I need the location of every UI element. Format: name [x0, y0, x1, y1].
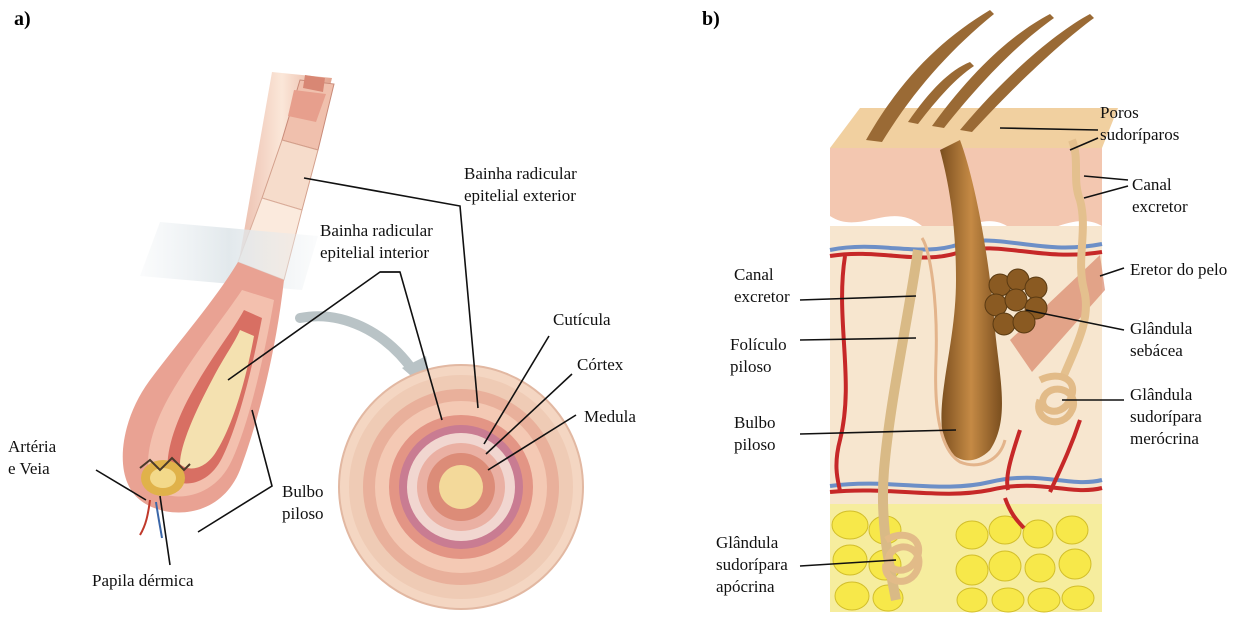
panel-b-skin-section: b) Poros sudoríparos Canal excretor Eret…: [660, 0, 1258, 622]
label-inner-sheath-line2: epitelial interior: [320, 242, 433, 264]
label-eccrine-gland-line2: sudorípara: [1130, 406, 1202, 428]
label-excretory-duct-right-line1: Canal: [1132, 174, 1188, 196]
panel-a-hair-follicle: a) Bainha radicular epitelial exterior B…: [0, 0, 660, 622]
label-cortex: Córtex: [577, 354, 623, 376]
label-sweat-pores-line1: Poros: [1100, 102, 1179, 124]
label-artery-vein-line2: e Veia: [8, 458, 56, 480]
label-hair-bulb-a-line1: Bulbo: [282, 481, 324, 503]
label-apocrine-gland-line1: Glândula: [716, 532, 788, 554]
label-sebaceous-gland-line1: Glândula: [1130, 318, 1192, 340]
label-hair-bulb-b-line1: Bulbo: [734, 412, 776, 434]
label-hair-follicle-line1: Folículo: [730, 334, 787, 356]
label-cuticle: Cutícula: [553, 309, 611, 331]
label-hair-follicle-line2: piloso: [730, 356, 787, 378]
label-eccrine-gland-line3: merócrina: [1130, 428, 1202, 450]
label-sebaceous-gland: Glândula sebácea: [1130, 318, 1192, 362]
label-inner-sheath: Bainha radicular epitelial interior: [320, 220, 433, 264]
label-sweat-pores: Poros sudoríparos: [1100, 102, 1179, 146]
label-medulla: Medula: [584, 406, 636, 428]
label-excretory-duct-left-line2: excretor: [734, 286, 790, 308]
label-outer-sheath-line1: Bainha radicular: [464, 163, 577, 185]
label-hair-bulb-a-line2: piloso: [282, 503, 324, 525]
label-dermal-papilla: Papila dérmica: [92, 570, 194, 592]
panel-b-illustration: [660, 0, 1258, 622]
follicle-longitudinal-section: [123, 72, 334, 538]
label-sebaceous-gland-line2: sebácea: [1130, 340, 1192, 362]
label-outer-sheath-line2: epitelial exterior: [464, 185, 577, 207]
label-eccrine-gland-line1: Glândula: [1130, 384, 1202, 406]
label-excretory-duct-right: Canal excretor: [1132, 174, 1188, 218]
label-eccrine-gland: Glândula sudorípara merócrina: [1130, 384, 1202, 450]
follicle-cross-section: [339, 365, 583, 609]
panel-b-letter: b): [702, 8, 720, 31]
label-apocrine-gland-line2: sudorípara: [716, 554, 788, 576]
label-apocrine-gland: Glândula sudorípara apócrina: [716, 532, 788, 598]
label-hair-bulb-b: Bulbo piloso: [734, 412, 776, 456]
label-artery-vein: Artéria e Veia: [8, 436, 56, 480]
label-excretory-duct-left: Canal excretor: [734, 264, 790, 308]
panel-a-letter: a): [14, 8, 31, 31]
label-hair-bulb-b-line2: piloso: [734, 434, 776, 456]
label-hair-follicle: Folículo piloso: [730, 334, 787, 378]
label-inner-sheath-line1: Bainha radicular: [320, 220, 433, 242]
label-outer-sheath: Bainha radicular epitelial exterior: [464, 163, 577, 207]
label-excretory-duct-left-line1: Canal: [734, 264, 790, 286]
label-arrector-pili: Eretor do pelo: [1130, 259, 1227, 281]
label-hair-bulb-a: Bulbo piloso: [282, 481, 324, 525]
label-artery-vein-line1: Artéria: [8, 436, 56, 458]
label-apocrine-gland-line3: apócrina: [716, 576, 788, 598]
label-excretory-duct-right-line2: excretor: [1132, 196, 1188, 218]
label-sweat-pores-line2: sudoríparos: [1100, 124, 1179, 146]
